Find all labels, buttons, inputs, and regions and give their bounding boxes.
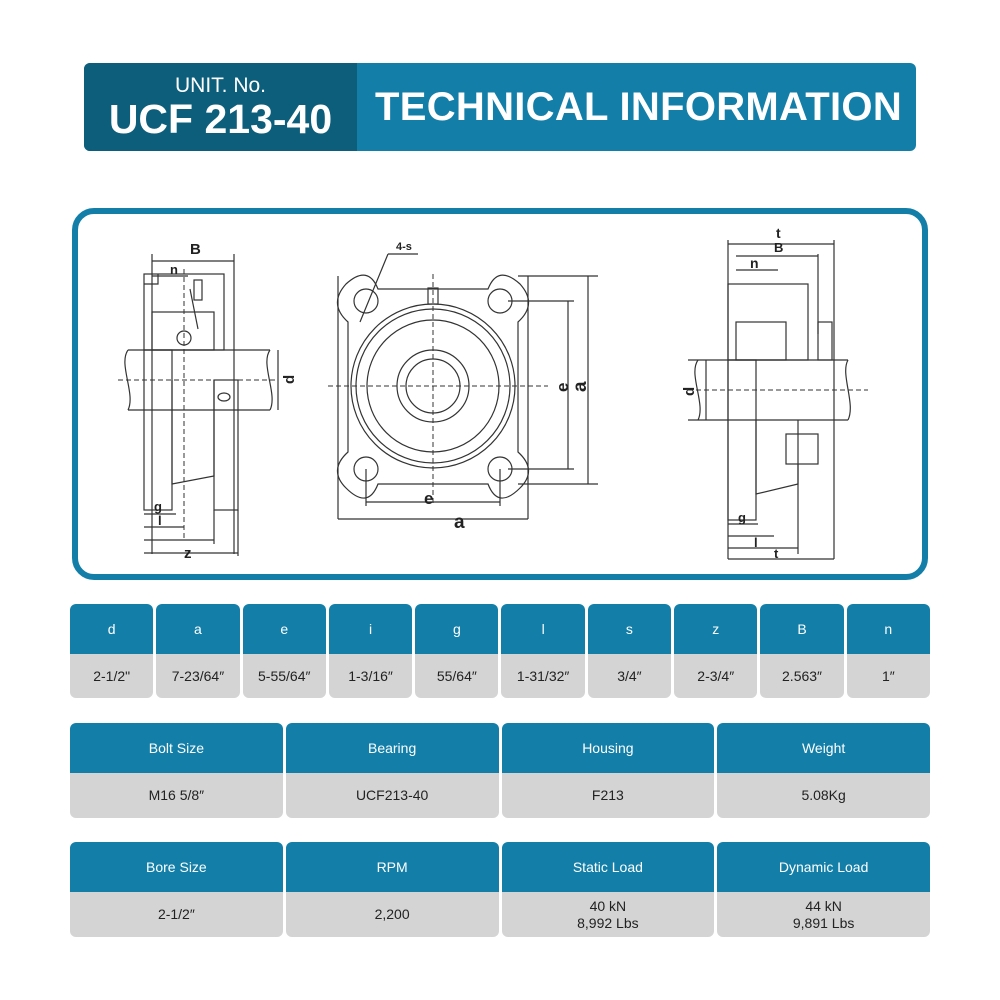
- dim-header: e: [242, 604, 326, 654]
- svg-text:d: d: [281, 375, 298, 384]
- spec-header: Housing: [501, 723, 715, 773]
- spec-weight: Weight 5.08Kg: [717, 723, 930, 818]
- svg-text:e: e: [424, 489, 433, 508]
- dim-header: g: [415, 604, 499, 654]
- header-banner: UNIT. No. UCF 213-40 TECHNICAL INFORMATI…: [84, 63, 916, 151]
- svg-text:g: g: [154, 499, 162, 514]
- spec-table-row2: Bore Size 2-1/2″ RPM 2,200 Static Load 40 k…: [70, 842, 930, 937]
- spec-value-lbs: 9,891 Lbs: [792, 914, 855, 931]
- dim-header: l: [501, 604, 585, 654]
- spec-header: Static Load: [501, 842, 715, 892]
- svg-text:d: d: [681, 387, 698, 396]
- spec-value: F213: [591, 787, 624, 803]
- dim-header: z: [674, 604, 758, 654]
- dim-value: 2-3/4″: [674, 654, 758, 698]
- svg-text:n: n: [170, 262, 178, 277]
- dim-value: 1-31/32″: [501, 654, 585, 698]
- unit-number: UCF 213-40: [108, 96, 333, 142]
- page-title: TECHNICAL INFORMATION: [375, 84, 903, 129]
- dim-header: a: [156, 604, 240, 654]
- svg-text:a: a: [570, 381, 591, 392]
- spec-header: Dynamic Load: [717, 842, 930, 892]
- dim-header: d: [70, 604, 154, 654]
- svg-text:z: z: [184, 545, 192, 562]
- dim-value: 7-23/64″: [156, 654, 240, 698]
- spec-value: 5.08Kg: [801, 787, 846, 803]
- technical-drawing-panel: B n d g l z: [72, 208, 928, 580]
- dim-value: 2-1/2": [70, 654, 154, 698]
- dim-header: s: [587, 604, 672, 654]
- bearing-drawing: B n d g l z: [118, 225, 868, 562]
- label-B: B: [190, 241, 201, 258]
- dim-value: 1″: [846, 654, 930, 698]
- spec-header: Bearing: [285, 723, 499, 773]
- unit-label: UNIT. No.: [174, 74, 266, 97]
- dim-header: n: [846, 604, 930, 654]
- spec-value: M16 5/8″: [148, 787, 205, 803]
- dim-value: 2.563″: [760, 654, 844, 698]
- spec-value: 2,200: [374, 906, 410, 922]
- svg-text:a: a: [454, 512, 465, 533]
- dim-value: 3/4″: [587, 654, 672, 698]
- spec-header: RPM: [285, 842, 499, 892]
- svg-text:t: t: [774, 546, 779, 561]
- svg-text:g: g: [738, 510, 746, 525]
- spec-value: UCF213-40: [355, 787, 429, 803]
- spec-value: 2-1/2″: [157, 906, 195, 922]
- svg-text:B: B: [774, 240, 783, 255]
- svg-text:n: n: [750, 255, 759, 271]
- spec-header: Bore Size: [70, 842, 283, 892]
- spec-bore-size: Bore Size 2-1/2″: [70, 842, 283, 937]
- spec-header: Bolt Size: [70, 723, 283, 773]
- svg-text:e: e: [553, 383, 572, 392]
- dim-header: B: [760, 604, 844, 654]
- dim-value: 1-3/16″: [328, 654, 413, 698]
- spec-value-lbs: 8,992 Lbs: [577, 914, 639, 931]
- svg-text:t: t: [776, 225, 781, 241]
- label-4s: 4-s: [396, 241, 412, 253]
- svg-text:l: l: [754, 535, 758, 550]
- svg-text:l: l: [158, 513, 162, 528]
- dim-value: 55/64″: [415, 654, 499, 698]
- spec-value-kn: 44 kN: [805, 897, 842, 914]
- dim-header: i: [328, 604, 413, 654]
- dim-value: 5-55/64″: [242, 654, 326, 698]
- spec-header: Weight: [717, 723, 930, 773]
- unit-number-block: UNIT. No. UCF 213-40: [84, 63, 357, 151]
- spec-rpm: RPM 2,200: [285, 842, 499, 937]
- spec-value-kn: 40 kN: [589, 897, 627, 914]
